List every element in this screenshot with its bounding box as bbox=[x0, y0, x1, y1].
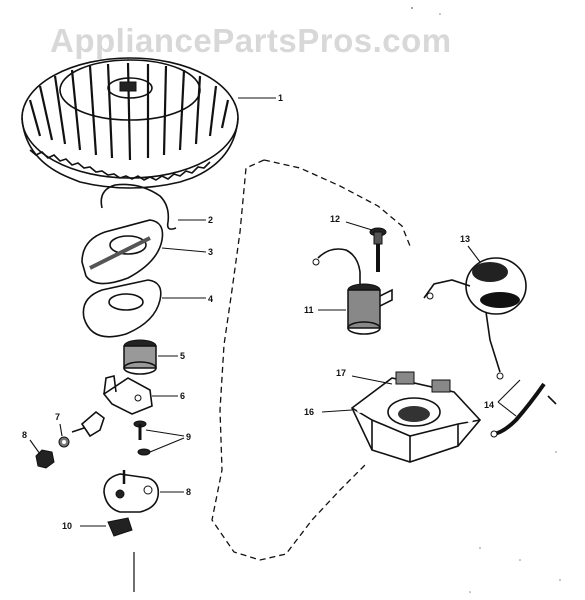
callout-8a: 8 bbox=[22, 430, 27, 440]
callout-6: 6 bbox=[180, 391, 185, 401]
callout-14: 14 bbox=[484, 400, 494, 410]
callout-17: 17 bbox=[336, 368, 346, 378]
dust-cover-part: 3 bbox=[81, 219, 213, 285]
callout-16: 16 bbox=[304, 407, 314, 417]
flywheel-part: 1 bbox=[21, 57, 283, 189]
callout-11: 11 bbox=[304, 305, 314, 315]
callout-13: 13 bbox=[460, 234, 470, 244]
small-bracket-part: 7 bbox=[55, 410, 105, 448]
nut-part: 8 bbox=[22, 430, 55, 469]
callout-12: 12 bbox=[330, 214, 340, 224]
lead-wires-part: 14 bbox=[484, 379, 557, 438]
callout-2: 2 bbox=[208, 215, 213, 225]
callout-7: 7 bbox=[55, 412, 60, 422]
callout-1: 1 bbox=[278, 93, 283, 103]
assembly-dashed-line-top bbox=[263, 159, 411, 247]
condenser-part: 11 bbox=[304, 248, 393, 335]
callout-10: 10 bbox=[62, 521, 72, 531]
watermark-text: AppliancePartsPros.com bbox=[50, 22, 452, 59]
gasket-part: 4 bbox=[82, 279, 213, 338]
scan-noise bbox=[411, 7, 561, 593]
callout-5: 5 bbox=[180, 351, 185, 361]
spring-clip-part: 2 bbox=[100, 183, 213, 230]
sleeve-part: 5 bbox=[123, 339, 185, 375]
small-clip-part: 10 bbox=[62, 517, 133, 537]
screw-12-part: 12 bbox=[330, 214, 387, 272]
callout-3: 3 bbox=[208, 247, 213, 257]
screws-part: 9 bbox=[133, 420, 191, 456]
base-plate-part: 8 bbox=[103, 470, 191, 513]
callout-4: 4 bbox=[208, 294, 213, 304]
callout-8b: 8 bbox=[186, 487, 191, 497]
callout-9: 9 bbox=[186, 432, 191, 442]
stator-plate-part: 17 16 bbox=[304, 368, 482, 463]
assembly-dashed-line bbox=[211, 159, 367, 561]
coil-part: 13 bbox=[423, 234, 527, 380]
breaker-arm-part: 6 bbox=[102, 375, 185, 415]
